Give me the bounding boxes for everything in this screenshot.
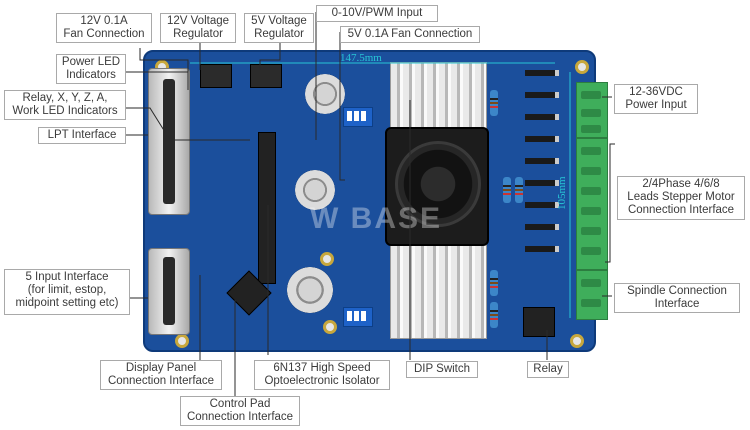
diode — [525, 246, 559, 252]
mount-hole-bottom-left — [175, 334, 189, 348]
input-connector — [148, 248, 190, 335]
diode — [525, 158, 559, 164]
dip-switch-bottom — [343, 307, 373, 327]
label-relay-led: Relay, X, Y, Z, A, Work LED Indicators — [4, 90, 126, 120]
width-dimension: 147.5mm — [340, 52, 382, 64]
optoisolator-column — [258, 132, 276, 284]
diode — [525, 136, 559, 142]
relay-component — [523, 307, 555, 337]
capacitor-bottom — [287, 267, 333, 313]
label-dip-switch: DIP Switch — [406, 361, 478, 378]
mount-hole-center-left — [320, 252, 334, 266]
lpt-connector — [148, 68, 190, 215]
voltage-regulator-5v — [250, 64, 282, 88]
label-stepper-motor: 2/4Phase 4/6/8 Leads Stepper Motor Conne… — [617, 176, 745, 220]
heatsink-bottom — [390, 242, 487, 339]
label-fan-12v: 12V 0.1A Fan Connection — [56, 13, 152, 43]
label-optoisolator: 6N137 High Speed Optoelectronic Isolator — [254, 360, 390, 390]
mount-hole-bottom-right — [570, 334, 584, 348]
mount-hole-center — [323, 320, 337, 334]
diode — [525, 180, 559, 186]
label-regulator-5v: 5V Voltage Regulator — [244, 13, 314, 43]
resistor — [515, 177, 523, 203]
capacitor-mid — [295, 170, 335, 210]
capacitor-top — [305, 74, 345, 114]
label-fan-5v: 5V 0.1A Fan Connection — [340, 26, 480, 43]
controller-board: W BASE — [143, 50, 596, 352]
label-spindle: Spindle Connection Interface — [614, 283, 740, 313]
label-5-input: 5 Input Interface (for limit, estop, mid… — [4, 269, 130, 315]
label-regulator-12v: 12V Voltage Regulator — [160, 13, 236, 43]
fan-blades — [395, 141, 481, 227]
resistor — [490, 90, 498, 116]
spindle-terminal — [576, 270, 608, 320]
dip-switch-top — [343, 107, 373, 127]
stepper-motor-terminal — [576, 138, 608, 270]
label-control-pad: Control Pad Connection Interface — [180, 396, 300, 426]
label-power-input: 12-36VDC Power Input — [614, 84, 698, 114]
label-display-panel: Display Panel Connection Interface — [100, 360, 222, 390]
mount-hole-top-right — [575, 60, 589, 74]
diode — [525, 92, 559, 98]
resistor — [490, 270, 498, 296]
watermark: W BASE — [310, 202, 442, 235]
input-connector-pins — [163, 257, 175, 325]
diode — [525, 70, 559, 76]
label-pwm-input: 0-10V/PWM Input — [316, 5, 438, 22]
resistor — [503, 177, 511, 203]
diode — [525, 114, 559, 120]
diode — [525, 202, 559, 208]
diode — [525, 224, 559, 230]
resistor — [490, 302, 498, 328]
label-lpt: LPT Interface — [38, 127, 126, 144]
lpt-connector-pins — [163, 79, 175, 204]
power-input-terminal — [576, 82, 608, 138]
cooling-fan — [385, 127, 489, 246]
label-power-led: Power LED Indicators — [56, 54, 126, 84]
label-relay: Relay — [527, 361, 569, 378]
voltage-regulator-12v — [200, 64, 232, 88]
